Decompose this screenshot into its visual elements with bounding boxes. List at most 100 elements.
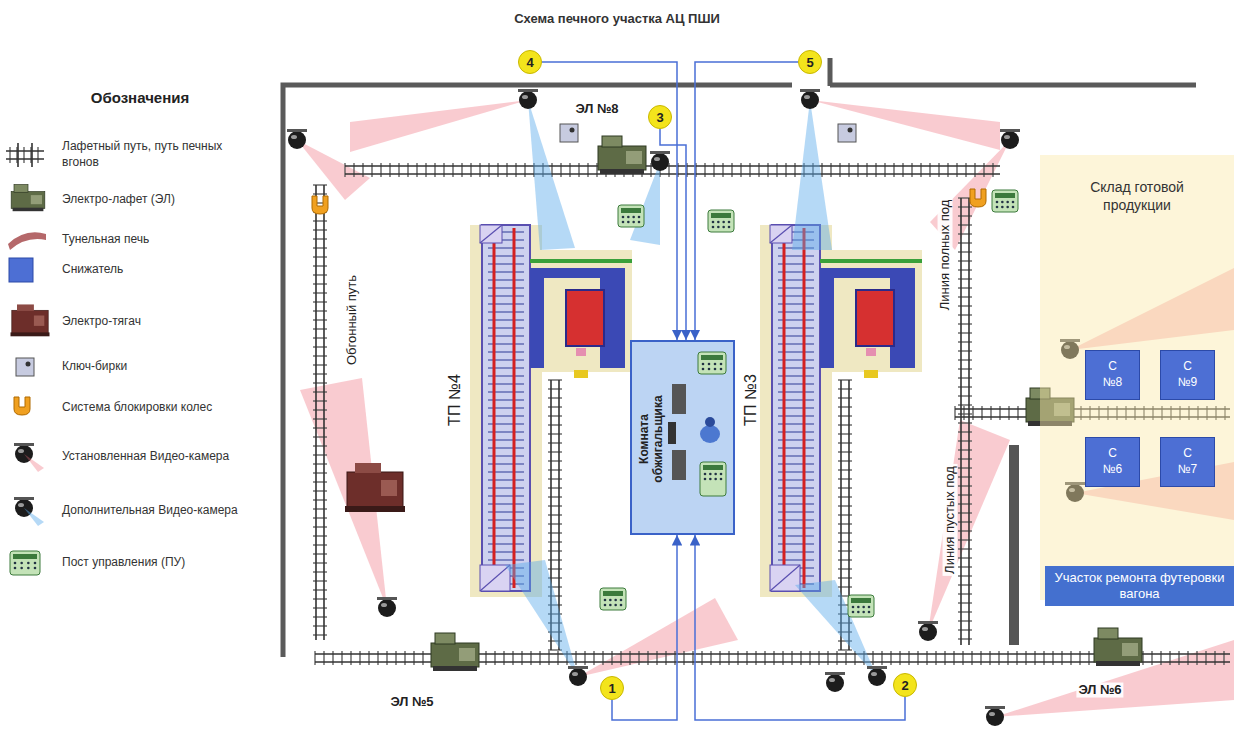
lowering-unit: С №6 bbox=[1085, 437, 1140, 487]
legend-text: Дополнительная Видео-камера bbox=[62, 503, 262, 519]
vehicle-label: ЭЛ №5 bbox=[388, 695, 435, 710]
camera-view bbox=[24, 508, 44, 526]
wheel-lock-icon bbox=[970, 189, 986, 207]
legend-text: Тунельная печь bbox=[62, 232, 262, 248]
vehicle-label: ЭЛ №8 bbox=[573, 102, 620, 117]
node-text: 5 bbox=[806, 55, 813, 70]
legend-text: Лафетный путь, путь печных вгонов bbox=[62, 139, 262, 170]
control-post-icon bbox=[618, 205, 644, 227]
track-label: Линия полных под bbox=[938, 198, 953, 313]
camera-link bbox=[695, 62, 798, 340]
equipment bbox=[287, 89, 1142, 726]
track bbox=[958, 198, 972, 645]
camera-view bbox=[24, 454, 44, 472]
control-post-icon bbox=[698, 352, 726, 374]
node-text: С №6 bbox=[1101, 446, 1125, 477]
camera-view bbox=[350, 100, 528, 152]
legend-swatch bbox=[9, 258, 33, 282]
legend-text: Пост управления (ПУ) bbox=[62, 555, 262, 571]
callout-number: 3 bbox=[648, 105, 672, 129]
callout-number: 5 bbox=[798, 50, 822, 74]
camera-icon bbox=[650, 151, 670, 171]
camera-view bbox=[795, 580, 877, 677]
legend-icons bbox=[6, 143, 50, 575]
node-text: Участок ремонта футеровки вагона bbox=[1055, 570, 1225, 601]
camera-link bbox=[660, 129, 686, 340]
control-post-icon bbox=[708, 210, 734, 232]
tunnel-kiln bbox=[470, 225, 632, 597]
track-label: Линия пустых под bbox=[943, 464, 958, 576]
camera-icon bbox=[568, 666, 588, 686]
barrier bbox=[1009, 445, 1019, 645]
node-text: 3 bbox=[656, 110, 663, 125]
track bbox=[345, 163, 1000, 177]
lowering-unit: С №7 bbox=[1160, 437, 1215, 487]
camera-link bbox=[695, 535, 905, 720]
legend-text: Система блокировки колес bbox=[62, 400, 262, 416]
camera-icon bbox=[287, 129, 307, 149]
track-label: Обгонный путь bbox=[345, 273, 360, 367]
control-post-icon bbox=[700, 462, 726, 496]
operator-room: Комната обжигальщика bbox=[630, 340, 735, 535]
camera-icon bbox=[1000, 129, 1020, 149]
camera-link bbox=[542, 62, 677, 340]
node-text: 2 bbox=[901, 678, 908, 693]
node-text: С №9 bbox=[1176, 359, 1200, 390]
camera-view bbox=[630, 162, 660, 245]
camera-icon bbox=[985, 706, 1005, 726]
wheel-lock-icon bbox=[312, 196, 328, 214]
legend-heading: Обозначения bbox=[89, 89, 191, 106]
callout-number: 1 bbox=[600, 676, 624, 700]
electro-tractor-icon bbox=[10, 304, 49, 336]
kiln-legend-icon bbox=[8, 232, 46, 250]
control-post-icon bbox=[600, 588, 626, 610]
diagram-title: Схема печного участка АЦ ПШИ bbox=[514, 11, 720, 26]
tunnel-kiln bbox=[760, 225, 922, 597]
camera-view bbox=[810, 100, 1000, 150]
control-post-icon bbox=[10, 551, 40, 575]
control-post-icon bbox=[992, 190, 1018, 212]
kiln-label: ТП №4 bbox=[446, 372, 464, 428]
repair-area: Участок ремонта футеровки вагона bbox=[1045, 566, 1234, 606]
electro-lafet-icon bbox=[598, 136, 646, 174]
camera-view bbox=[297, 140, 370, 200]
node-text: Комната обжигальщика bbox=[637, 379, 666, 499]
camera-icon bbox=[377, 597, 397, 617]
callout-number: 4 bbox=[518, 50, 542, 74]
lowering-unit: С №9 bbox=[1160, 350, 1215, 400]
key-tag-icon bbox=[838, 124, 856, 142]
electro-lafet-icon bbox=[431, 633, 479, 671]
camera-view bbox=[505, 560, 578, 677]
electro-lafet-icon bbox=[1094, 628, 1142, 666]
node-text: С №7 bbox=[1176, 446, 1200, 477]
legend-text: Установленная Видео-камера bbox=[62, 449, 262, 465]
node-text: С №8 bbox=[1101, 359, 1125, 390]
control-post-icon bbox=[848, 595, 874, 617]
camera-view bbox=[792, 100, 832, 250]
lowering-unit: С №8 bbox=[1085, 350, 1140, 400]
legend-text: Снижатель bbox=[62, 262, 262, 278]
kiln-label: ТП №3 bbox=[742, 372, 760, 428]
camera-icon bbox=[825, 672, 845, 692]
track bbox=[313, 185, 327, 640]
wheel-lock-icon bbox=[14, 397, 30, 415]
legend-text: Ключ-бирки bbox=[62, 359, 262, 375]
camera-view bbox=[528, 100, 575, 250]
camera-icon bbox=[867, 666, 887, 686]
electro-lafet-icon bbox=[11, 185, 45, 212]
callout-number: 2 bbox=[893, 673, 917, 697]
vehicle-label: ЭЛ №6 bbox=[1076, 683, 1123, 698]
camera-icon bbox=[918, 621, 938, 641]
key-tag-icon bbox=[560, 124, 578, 142]
camera-icon bbox=[518, 89, 538, 109]
electro-tractor-icon bbox=[345, 463, 405, 512]
node-text: 1 bbox=[608, 681, 615, 696]
node-text: Склад готовой продукции bbox=[1062, 179, 1212, 214]
legend-text: Электро-лафет (ЭЛ) bbox=[62, 192, 262, 208]
legend-text: Электро-тягач bbox=[62, 314, 262, 330]
warehouse-area: Склад готовой продукции С №8 С №9 С №6 С №7 У… bbox=[1040, 155, 1234, 600]
key-tag-icon bbox=[16, 358, 34, 376]
camera-icon bbox=[800, 89, 820, 109]
node-text: 4 bbox=[526, 55, 533, 70]
